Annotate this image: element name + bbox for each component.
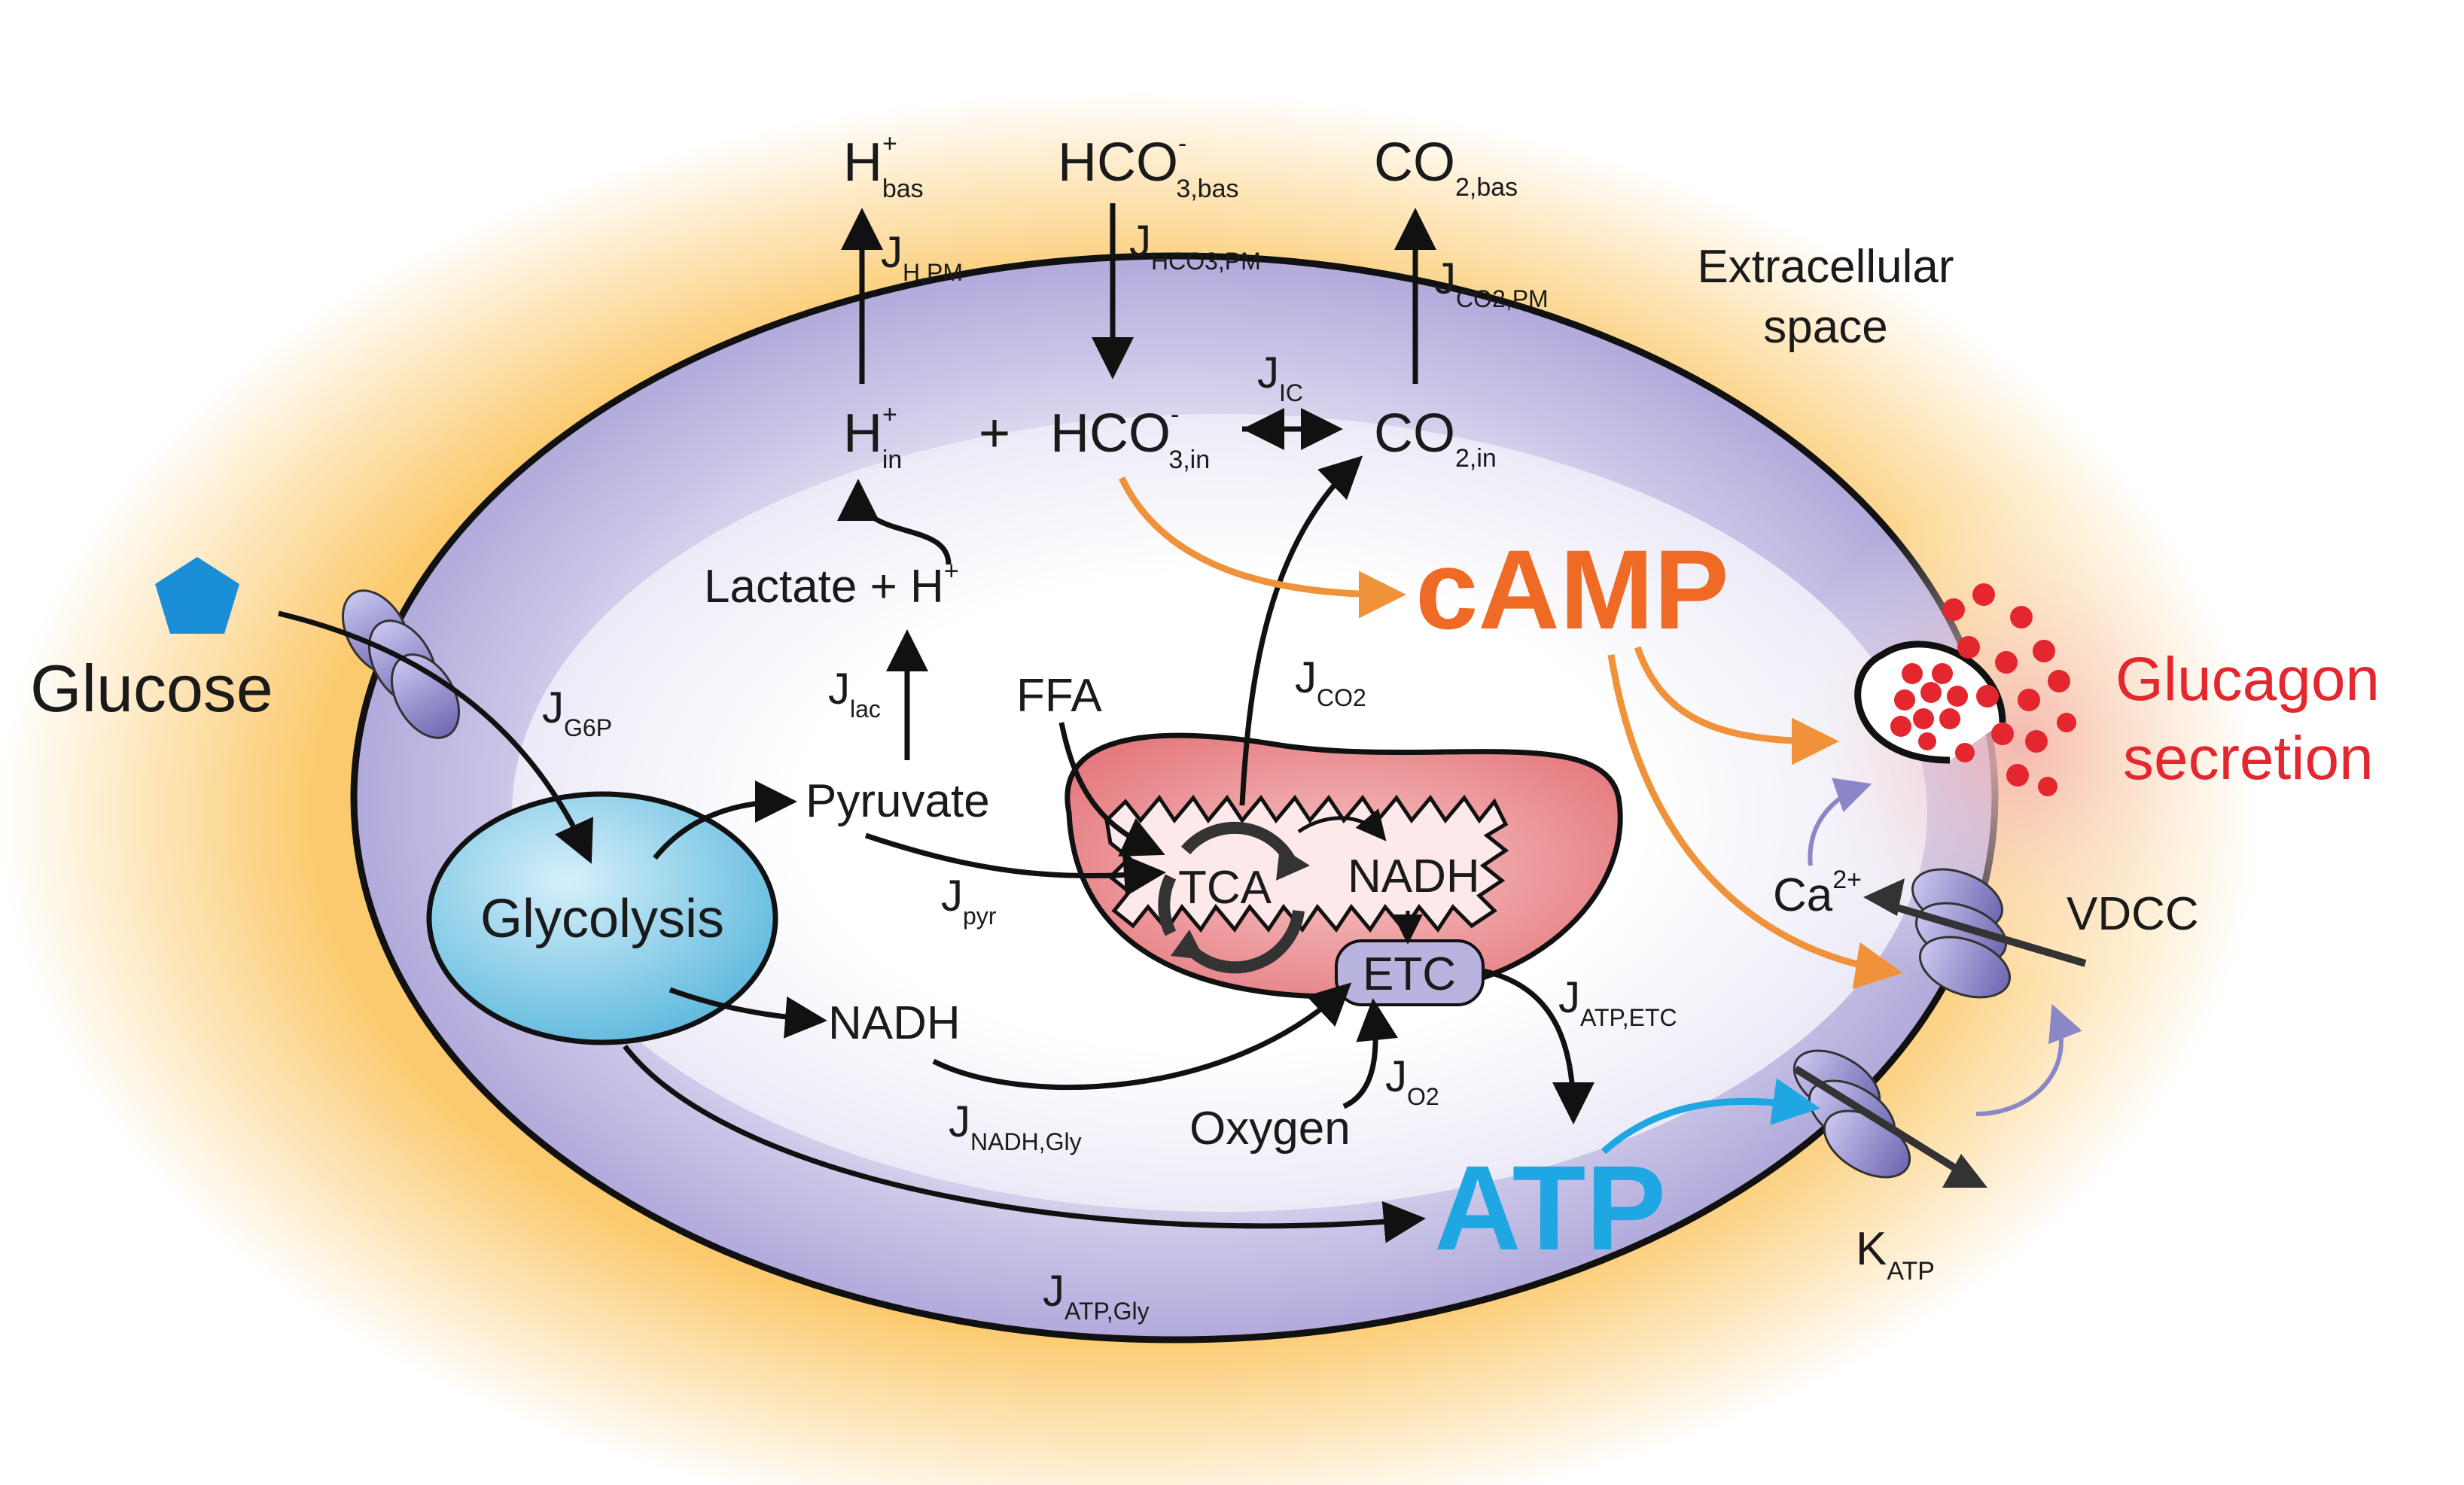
j-o2-arrow: [1342, 998, 1399, 1109]
glucose-icon: [155, 557, 239, 634]
h-in-label: H+in: [843, 400, 902, 474]
glycolysis-nadh-arrow: [669, 987, 827, 1039]
extracellular-label-line2: space: [1763, 301, 1887, 353]
camp-vdcc-arrow: [1607, 654, 1903, 990]
j-pyr-label: Jpyr: [941, 872, 997, 930]
atp-katp-arrow: [1601, 1078, 1820, 1155]
glycolysis-body: [426, 791, 778, 1045]
co2-bas-label: CO2,bas: [1374, 132, 1518, 202]
j-atp-etc-label: JATP,ETC: [1558, 973, 1677, 1031]
j-atp-etc-arrow: [1482, 968, 1594, 1124]
plus-sign: +: [979, 403, 1010, 464]
ffa-label: FFA: [1016, 670, 1102, 722]
hco3-camp-arrow: [1118, 476, 1406, 619]
glucose-transporter: [341, 589, 461, 739]
j-g6p-arrow: [278, 610, 593, 864]
hco3-bas-label: HCO-3,bas: [1058, 129, 1239, 203]
tca-nadh-arrow: [1297, 808, 1387, 841]
channel-flow-arrows: [1793, 878, 2087, 1188]
hco3-in-label: HCO-3,in: [1050, 400, 1210, 474]
j-ic-label: JIC: [1257, 348, 1303, 406]
secretory-vesicle: [1854, 641, 2006, 764]
tca-label: TCA: [1178, 862, 1272, 914]
j-atp-gly-arrow: [623, 1044, 1426, 1243]
j-h-pm-label: JH,PM: [881, 228, 963, 286]
j-co2-pm-label: JCO2,PM: [1434, 254, 1549, 312]
co2-in-label: CO2,in: [1374, 403, 1497, 473]
ca-label: Ca2+: [1773, 866, 1862, 921]
j-nadh-gly-arrow: [932, 982, 1352, 1091]
extracellular-label-line1: Extracellular: [1697, 241, 1954, 293]
vesicle-granules: [1890, 663, 1968, 750]
atp-label: ATP: [1434, 1140, 1666, 1275]
glucagon-granules: [1942, 583, 2076, 796]
vdcc-label: VDCC: [2067, 888, 2199, 940]
j-pyr-arrow: [864, 832, 1166, 897]
ca-secretion-arrow: [1808, 777, 1872, 866]
camp-secretion-arrow: [1634, 646, 1839, 765]
camp-label: cAMP: [1415, 526, 1729, 653]
katp-label: KATP: [1856, 1223, 1935, 1286]
glycolysis-pyruvate-arrow: [653, 781, 797, 860]
katp-vdcc-arrow: [1975, 1003, 2082, 1116]
glucagon-label: Glucagon: [2115, 645, 2380, 714]
j-co2-label: JCO2: [1295, 653, 1366, 711]
secretion-glow: [1769, 497, 2266, 994]
j-atp-gly-label: JATP,Gly: [1043, 1267, 1150, 1325]
j-g6p-label: JG6P: [542, 683, 612, 741]
j-lac-label: Jlac: [828, 665, 881, 723]
j-hco3-pm-label: JHCO3,PM: [1129, 217, 1261, 275]
etc-label: ETC: [1363, 948, 1456, 1000]
lactate-h-arrow: [837, 479, 952, 565]
j-nadh-gly-label: JNADH,Gly: [949, 1097, 1082, 1155]
signal-arrows: [1118, 476, 2082, 1155]
nadh-mito-label: NADH: [1348, 851, 1480, 902]
j-o2-label: JO2: [1385, 1052, 1439, 1110]
j-co2-arrow: [1239, 455, 1363, 806]
glucose-label: Glucose: [30, 651, 273, 726]
pyruvate-label: Pyruvate: [806, 775, 990, 827]
nadh-cyto-label: NADH: [828, 997, 961, 1049]
ffa-tca-arrow: [1058, 722, 1165, 857]
lactate-label: Lactate + H+: [704, 557, 959, 613]
oxygen-label: Oxygen: [1189, 1103, 1351, 1155]
vdcc-channel: [1911, 868, 2012, 999]
secretion-label: secretion: [2123, 724, 2374, 793]
glycolysis-label: Glycolysis: [480, 889, 724, 949]
h-bas-label: H+bas: [843, 129, 924, 203]
flux-arrows: [278, 203, 1594, 1243]
